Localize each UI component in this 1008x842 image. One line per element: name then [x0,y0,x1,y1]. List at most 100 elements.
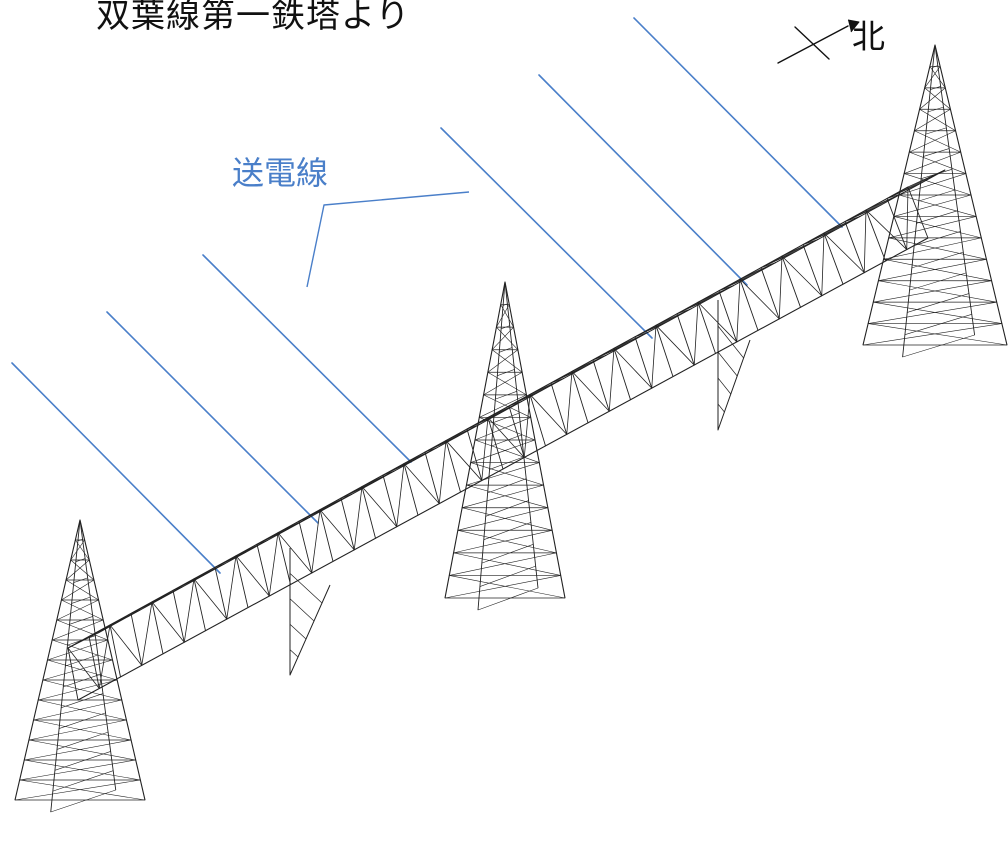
truss-brace [781,255,823,297]
truss-brace [523,394,531,458]
truss-strut [361,486,376,539]
tower-rung [75,558,86,563]
truss-strut [823,232,844,285]
truss-strut [298,520,313,574]
truss-strut [382,474,398,528]
tower-brace [500,304,514,328]
truss-strut [571,354,607,372]
tower-brace [478,394,527,418]
truss-brace [529,394,568,435]
truss-strut [697,285,734,303]
truss-brace [151,601,185,643]
tower-brace [872,301,1003,324]
truss-strut [655,308,692,326]
tower-rung [923,148,950,157]
beam-support [289,548,331,676]
truss-strut [487,417,504,470]
tower-rung [911,251,964,269]
tower-rung [930,86,941,90]
truss-strut [466,428,483,481]
tower-brace [496,326,519,351]
tower-brace [929,66,946,89]
wire-label-leader [306,191,470,288]
truss-strut [403,463,419,516]
tower-rung [71,596,91,604]
truss-brace [193,578,228,620]
tower-brace [33,719,132,741]
tower-brace [893,216,982,239]
tower-brace [491,349,523,373]
tower-brace [23,739,132,761]
truss-strut [907,186,929,239]
tower-brace [919,108,956,132]
truss-strut [487,401,522,418]
north-arrow [777,19,860,64]
tower-rung [50,789,117,813]
wire-label: 送電線 [232,154,329,192]
truss-strut [865,192,904,211]
truss-strut [403,447,438,465]
tower-right [862,44,1008,358]
tower-brace [908,130,956,153]
tower-brace [496,304,510,328]
tower-leg [477,281,539,611]
tower-rung [477,587,539,611]
truss-strut [151,586,184,603]
truss-strut [445,440,461,493]
tower-rung [483,522,532,541]
tower-brace [457,507,549,531]
tower-brace [453,529,553,554]
truss-brace [651,324,657,389]
tower-brace [893,194,972,217]
truss-strut [424,451,440,505]
tower-rung [69,616,94,625]
truss-brace [571,370,610,412]
tower-rung [479,565,536,587]
truss-brace [361,486,398,528]
truss-brace [821,232,825,297]
tower-brace [75,539,90,561]
beam-support-brace [289,649,299,658]
tower-brace [878,258,987,282]
truss-structure [67,169,946,701]
truss-brace [445,440,483,481]
tower-rung [927,106,944,113]
beam-support-brace [717,377,732,395]
truss-strut [319,493,353,511]
power-line [538,74,748,286]
truss-brace [566,370,573,435]
truss-strut [739,262,776,280]
tower-brace [883,237,982,260]
tower-brace [19,779,146,801]
tower-brace [888,237,987,260]
truss-strut [529,394,546,447]
tower-brace [448,575,566,599]
diagram-title: 双葉線第一鉄塔より [96,0,411,36]
tower-brace [924,66,941,89]
truss-brace [778,255,783,320]
power-line [11,362,221,574]
tower-rung [54,751,111,771]
truss-strut [67,647,79,701]
truss-strut [235,555,249,609]
tower-brace [478,417,536,441]
truss-strut [592,359,610,412]
truss-strut [655,324,674,378]
beam-support-brace [717,403,725,413]
truss-brace [736,278,741,343]
tower-rung [481,543,534,564]
truss-strut [886,198,908,251]
tower-brace [461,507,553,531]
truss-strut [508,405,525,458]
tower-brace [28,739,137,761]
power-line [440,127,653,339]
tower-brace [23,759,141,781]
tower-rung [502,303,508,306]
tower-brace [56,619,109,641]
truss-strut [529,377,565,395]
truss-brace [396,463,405,528]
truss-strut [613,331,649,349]
truss-strut [193,578,206,632]
truss-strut [277,516,311,534]
